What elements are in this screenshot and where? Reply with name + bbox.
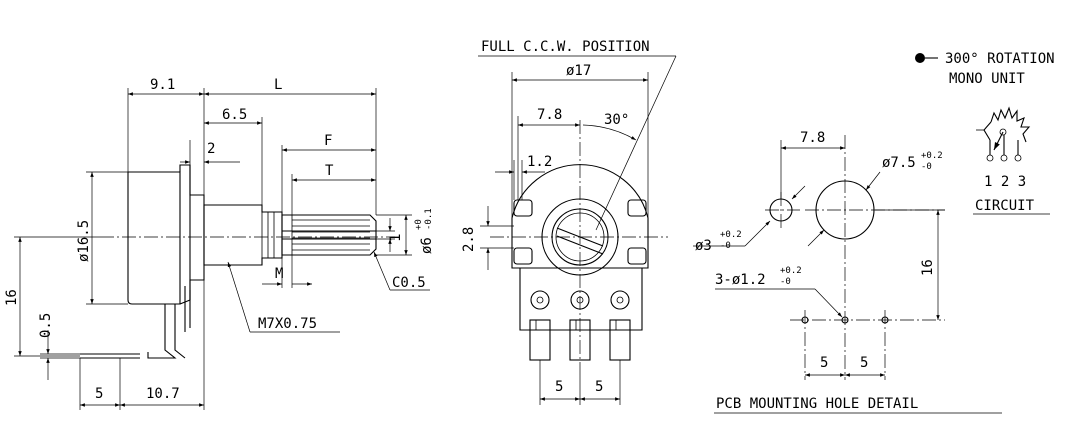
side-bushing — [203, 204, 283, 266]
front-view: FULL C.C.W. POSITION — [461, 39, 677, 405]
legend-line1: 300° ROTATION — [945, 51, 1055, 67]
dim-5-pcb-b: 5 — [860, 355, 868, 371]
dim-phi7-5: ø7.5 — [882, 155, 916, 171]
dim-16-side: 16 — [4, 289, 20, 306]
legend-pins: 1 2 3 — [984, 174, 1026, 190]
dim-holes-upper: +0.2 — [780, 266, 802, 276]
dim-phi16-5: ø16.5 — [76, 220, 92, 262]
dim-0-5: 0.5 — [38, 313, 54, 338]
dim-1-2: 1.2 — [527, 154, 552, 170]
dim-phi7-5-upper: +0.2 — [921, 151, 943, 161]
front-body-outline — [511, 164, 649, 269]
legend-circuit: CIRCUIT — [975, 198, 1035, 214]
dim-7-8-pcb: 7.8 — [800, 130, 825, 146]
side-shaft — [281, 214, 377, 256]
dim-10-7: 10.7 — [146, 386, 180, 402]
dim-5-front-a: 5 — [555, 379, 563, 395]
front-terminal-3 — [610, 290, 630, 310]
dim-thread: M7X0.75 — [258, 316, 317, 332]
dim-6-5: 6.5 — [222, 107, 247, 123]
circuit-legend: 300° ROTATION MONO UNIT 1 2 3 CIRCUIT — [915, 51, 1055, 215]
dim-phi7-5-lower: -0 — [921, 162, 932, 172]
dim-c0-5: C0.5 — [392, 275, 426, 291]
dim-phi17: ø17 — [566, 63, 591, 79]
dim-phi3-lower: -0 — [720, 241, 731, 251]
pcb-title: PCB MOUNTING HOLE DETAIL — [716, 396, 918, 412]
side-terminal-leg — [147, 304, 177, 359]
dim-phi3: ø3 — [695, 238, 712, 254]
dim-L: L — [274, 77, 282, 93]
front-leg-3 — [609, 319, 631, 361]
dim-phi6: ø6 — [419, 237, 435, 254]
pcb-detail: 7.8 ø7.5 +0.2 -0 ø3 +0.2 -0 3-ø1.2 +0.2 … — [693, 130, 1002, 414]
dim-phi3-upper: +0.2 — [720, 230, 742, 240]
dim-angle-30: 30° — [604, 112, 629, 128]
dim-phi6-tol-lower: -0.1 — [424, 208, 434, 230]
dim-2-8: 2.8 — [461, 227, 477, 252]
dim-5-side: 5 — [95, 386, 103, 402]
dim-M: M — [275, 266, 283, 282]
dim-7-8-front: 7.8 — [537, 107, 562, 123]
dim-9-1: 9.1 — [150, 77, 175, 93]
front-base — [519, 268, 643, 331]
dim-holes-lower: -0 — [780, 277, 791, 287]
side-view: 9.1 L 6.5 2 F T ø16.5 ø6 +0 -0.1 — [4, 77, 435, 410]
dim-F: F — [324, 133, 332, 149]
side-mounting-plate — [179, 164, 205, 305]
front-title: FULL C.C.W. POSITION — [481, 39, 650, 55]
dim-16-pcb: 16 — [920, 259, 936, 276]
dim-5-pcb-a: 5 — [820, 355, 828, 371]
dim-5-front-b: 5 — [595, 379, 603, 395]
dim-T: T — [325, 163, 334, 179]
front-leg-1 — [529, 319, 551, 361]
legend-bullet-icon — [915, 53, 925, 63]
dim-holes: 3-ø1.2 — [715, 272, 766, 288]
pot-resistor-symbol — [990, 106, 1031, 143]
side-body-outline — [127, 171, 181, 305]
dim-1: 1 — [388, 234, 404, 242]
legend-line2: MONO UNIT — [949, 71, 1025, 87]
dim-2: 2 — [207, 141, 215, 157]
front-terminal-1 — [530, 290, 550, 310]
dim-phi6-tol-upper: +0 — [414, 219, 424, 230]
